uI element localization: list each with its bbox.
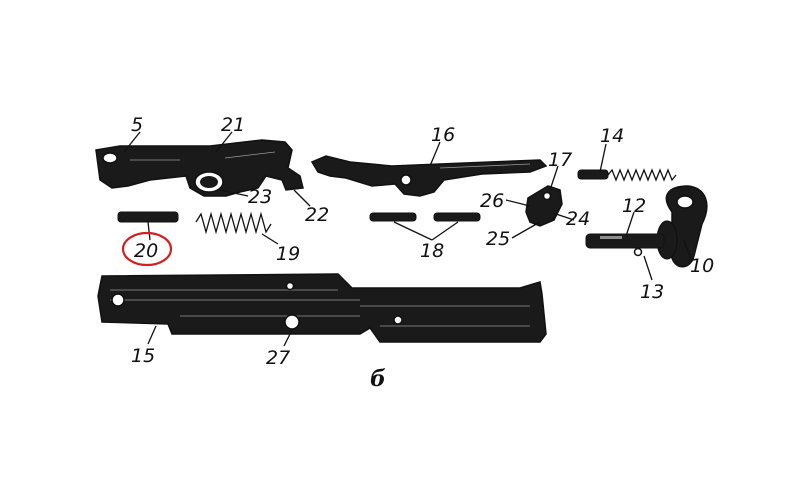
label-22: 22: [305, 204, 329, 226]
label-15: 15: [131, 345, 155, 367]
label-17: 17: [548, 149, 572, 171]
pin-part-20: [117, 211, 179, 223]
label-18: 18: [420, 240, 444, 262]
spring-part-14: [577, 168, 677, 182]
label-24: 24: [566, 208, 590, 230]
label-10: 10: [690, 255, 714, 277]
label-19: 19: [276, 243, 300, 265]
label-27: 27: [266, 347, 290, 369]
label-20: 20: [134, 240, 158, 262]
leader-lines: [123, 131, 693, 347]
highlight-circle: [121, 231, 173, 267]
label-12: 12: [622, 195, 646, 217]
cam-part-17: [525, 185, 563, 227]
label-13: 13: [640, 281, 664, 303]
label-26: 26: [480, 190, 504, 212]
pins-part-18: [369, 212, 481, 222]
knob-part-10-12-13: [585, 185, 708, 268]
label-14: 14: [600, 125, 624, 147]
callout-labels: 5 21 16 14 17 26 23 22 24 12 25 20 19 18…: [131, 114, 714, 392]
label-21: 21: [221, 114, 245, 136]
lever-part-16: [310, 155, 548, 197]
figure-label: б: [370, 366, 386, 392]
frame-part-15: [97, 273, 547, 343]
spring-part-19: [195, 211, 272, 235]
label-5: 5: [131, 114, 143, 136]
label-23: 23: [248, 186, 272, 208]
label-16: 16: [431, 124, 455, 146]
label-25: 25: [486, 228, 510, 250]
lever-part-5-21: [95, 139, 304, 197]
